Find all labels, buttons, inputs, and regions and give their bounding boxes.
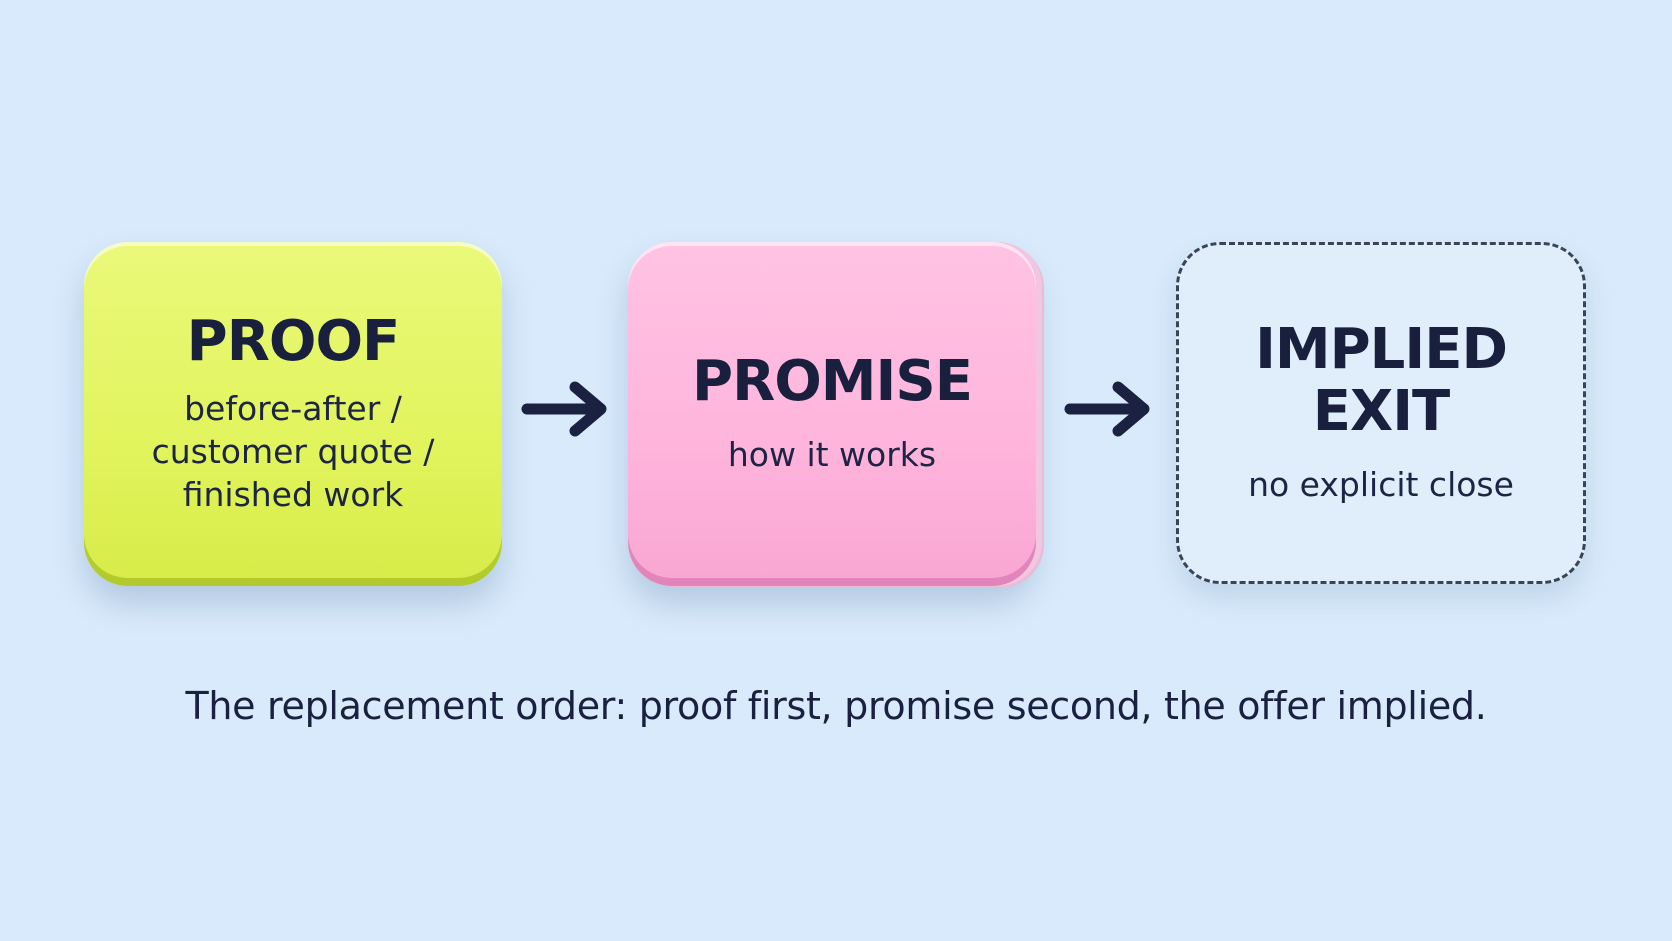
step-promise-box: PROMISE how it works (628, 242, 1036, 586)
step-proof-box: PROOF before-after / customer quote / fi… (84, 242, 502, 586)
step-proof-subtitle: before-after / customer quote / finished… (151, 389, 435, 515)
step-implied-exit-box: IMPLIED EXIT no explicit close (1176, 242, 1586, 584)
step-implied-exit-subtitle: no explicit close (1248, 465, 1514, 505)
step-implied-exit-title: IMPLIED EXIT (1255, 316, 1508, 444)
step-promise-subtitle: how it works (727, 435, 937, 475)
arrow-right-icon (1064, 381, 1150, 437)
arrow-right-icon (521, 381, 607, 437)
diagram-caption: The replacement order: proof first, prom… (185, 684, 1487, 728)
step-promise-title: PROMISE (692, 348, 973, 414)
step-proof-title: PROOF (186, 308, 401, 374)
